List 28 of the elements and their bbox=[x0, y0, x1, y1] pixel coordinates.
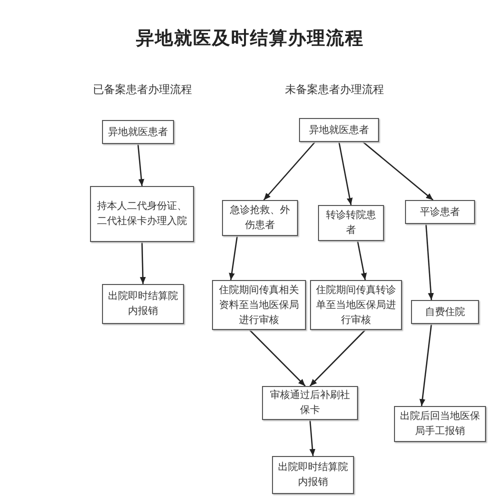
process-box: 审核通过后补刷社保卡 bbox=[262, 386, 358, 420]
arrow bbox=[263, 142, 316, 200]
process-box: 异地就医患者 bbox=[299, 118, 379, 142]
arrow bbox=[140, 242, 146, 284]
process-box: 住院期间传真转诊单至当地医保局进行审核 bbox=[310, 280, 402, 330]
arrow bbox=[228, 236, 238, 280]
process-box: 出院即时结算院内报销 bbox=[272, 456, 354, 494]
arrow bbox=[137, 144, 144, 186]
section-heading: 已备案患者办理流程 bbox=[93, 82, 192, 97]
process-box: 转诊转院患者 bbox=[318, 205, 384, 241]
process-box: 住院期间传真相关资料至当地医保局进行审核 bbox=[212, 280, 306, 330]
diagram-title: 异地就医及时结算办理流程 bbox=[135, 27, 365, 50]
arrow bbox=[419, 324, 432, 406]
arrow bbox=[356, 240, 367, 280]
process-box: 平诊患者 bbox=[405, 200, 475, 224]
process-box: 急诊抢救、外伤患者 bbox=[222, 200, 298, 236]
process-box: 自费住院 bbox=[411, 300, 479, 324]
section-heading: 未备案患者办理流程 bbox=[285, 82, 384, 97]
arrow bbox=[338, 142, 353, 206]
process-box: 异地就医患者 bbox=[102, 120, 174, 144]
process-box: 持本人二代身份证、二代社保卡办理入院 bbox=[90, 186, 194, 242]
process-box: 出院即时结算院内报销 bbox=[102, 284, 184, 324]
arrow bbox=[309, 420, 316, 456]
arrow bbox=[425, 224, 434, 300]
arrow bbox=[249, 330, 306, 386]
process-box: 出院后回当地医保局手工报销 bbox=[394, 406, 486, 442]
arrow bbox=[310, 330, 366, 386]
arrow bbox=[362, 142, 434, 200]
